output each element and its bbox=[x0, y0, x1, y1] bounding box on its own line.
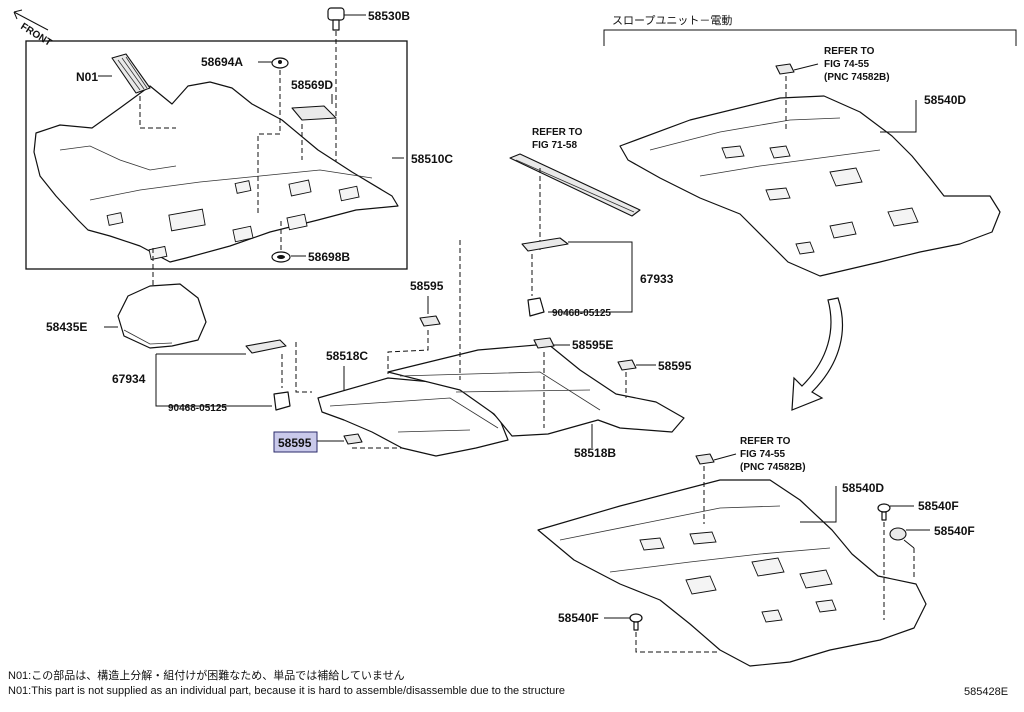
label-58540F-b[interactable]: 58540F bbox=[934, 524, 975, 538]
refer-74-55-top-line2[interactable]: FIG 74-55 bbox=[824, 59, 869, 70]
label-58518C[interactable]: 58518C bbox=[326, 349, 368, 363]
footnote-jp: N01:この部品は、構造上分解・組付けが困難なため、単品では補給していません bbox=[8, 668, 405, 682]
label-58595-b[interactable]: 58595 bbox=[658, 359, 692, 373]
label-58595-a[interactable]: 58595 bbox=[410, 279, 444, 293]
fastener-58540F-a bbox=[877, 503, 891, 521]
label-58530B[interactable]: 58530B bbox=[368, 9, 410, 23]
label-58540D-top[interactable]: 58540D bbox=[924, 93, 966, 107]
clip-58694A bbox=[271, 57, 289, 69]
grommet-58698B bbox=[271, 251, 291, 263]
floor-carpet-58510C bbox=[33, 81, 399, 263]
refer-74-55-top-line1[interactable]: REFER TO bbox=[824, 46, 875, 57]
label-67933[interactable]: 67933 bbox=[640, 272, 674, 286]
label-58595E[interactable]: 58595E bbox=[572, 338, 613, 352]
front-label: FRONT bbox=[18, 21, 53, 49]
label-58435E[interactable]: 58435E bbox=[46, 320, 87, 334]
clip-58595-upper bbox=[419, 315, 441, 327]
label-58540D-bottom[interactable]: 58540D bbox=[842, 481, 884, 495]
fastener-58540F-b bbox=[889, 527, 915, 549]
label-N01[interactable]: N01 bbox=[76, 70, 98, 84]
label-58518B[interactable]: 58518B bbox=[574, 446, 616, 460]
label-90468-right[interactable]: 90468-05125 bbox=[552, 308, 611, 319]
label-58540F-c[interactable]: 58540F bbox=[558, 611, 599, 625]
clip-refer-bottom bbox=[695, 453, 715, 465]
refer-74-55-bottom-line3[interactable]: (PNC 74582B) bbox=[740, 462, 806, 473]
label-67934[interactable]: 67934 bbox=[112, 372, 146, 386]
footnote-en: N01:This part is not supplied as an indi… bbox=[8, 685, 565, 697]
assembly-frame bbox=[25, 40, 408, 270]
bracket-67934 bbox=[245, 339, 287, 354]
bracket-67933 bbox=[521, 237, 569, 252]
under-cover-upper-58540D bbox=[619, 95, 1001, 277]
variant-label: スロープユニット－電動 bbox=[612, 13, 732, 27]
pad-58569D bbox=[291, 105, 337, 121]
transition-arrow-icon bbox=[791, 297, 844, 411]
clip-58530B bbox=[327, 7, 345, 31]
figure-id: 585428E bbox=[964, 686, 1008, 698]
refer-71-58-line2[interactable]: FIG 71-58 bbox=[532, 140, 577, 151]
refer-74-55-top-line3[interactable]: (PNC 74582B) bbox=[824, 72, 890, 83]
clip-90468-right bbox=[527, 297, 545, 317]
clip-58595E bbox=[533, 337, 555, 349]
refer-74-55-bottom-line2[interactable]: FIG 74-55 bbox=[740, 449, 785, 460]
pad-N01 bbox=[111, 53, 151, 94]
panel-58518B bbox=[387, 343, 685, 437]
front-arrow-icon bbox=[13, 9, 49, 31]
label-58540F-a[interactable]: 58540F bbox=[918, 499, 959, 513]
pad-58435E bbox=[117, 283, 207, 349]
under-cover-lower-58540D bbox=[537, 479, 927, 667]
variant-bracket bbox=[603, 29, 1017, 46]
label-58569D[interactable]: 58569D bbox=[291, 78, 333, 92]
clip-90468-left bbox=[273, 391, 291, 411]
highlight-box-58595 bbox=[273, 431, 318, 453]
refer-74-55-bottom-line1[interactable]: REFER TO bbox=[740, 436, 791, 447]
label-58510C[interactable]: 58510C bbox=[411, 152, 453, 166]
clip-58595-lower bbox=[343, 433, 363, 445]
strip-71-58 bbox=[509, 153, 641, 217]
refer-71-58-line1[interactable]: REFER TO bbox=[532, 127, 583, 138]
label-58698B[interactable]: 58698B bbox=[308, 250, 350, 264]
clip-58595-right bbox=[617, 359, 637, 371]
label-58694A[interactable]: 58694A bbox=[201, 55, 243, 69]
label-58595-highlight[interactable]: 58595 bbox=[278, 436, 312, 450]
fastener-58540F-c bbox=[629, 613, 643, 631]
clip-refer-top bbox=[775, 63, 795, 75]
label-90468-left[interactable]: 90468-05125 bbox=[168, 403, 227, 414]
